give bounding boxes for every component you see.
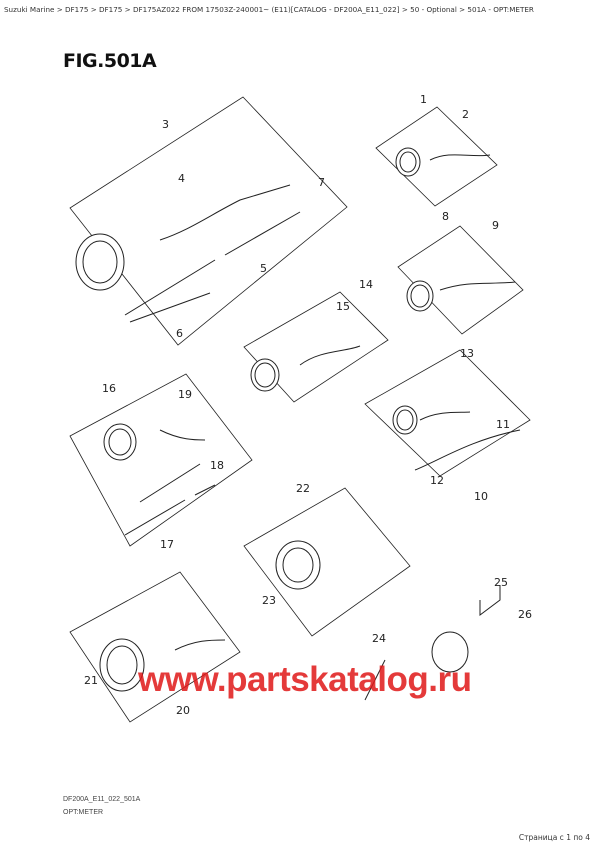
callout-5: 5 [260,262,267,275]
callout-25: 25 [494,576,508,589]
callout-15: 15 [336,300,350,313]
gauges [75,147,469,692]
panel-16 [69,373,253,547]
callout-19: 19 [178,388,192,401]
callout-13: 13 [460,347,474,360]
callout-26: 26 [518,608,532,621]
callout-11: 11 [496,418,510,431]
diagram-code: DF200A_E11_022_501A [63,796,141,803]
callout-10: 10 [474,490,488,503]
panel-3 [69,96,348,346]
callout-2: 2 [462,108,469,121]
panel-outlines [69,96,531,723]
callout-18: 18 [210,459,224,472]
parts-lines [124,154,521,701]
callout-3: 3 [162,118,169,131]
page-indicator: Страница с 1 по 4 [518,833,590,842]
callout-14: 14 [359,278,373,291]
callout-20: 20 [176,704,190,717]
callout-17: 17 [160,538,174,551]
callout-21: 21 [84,674,98,687]
watermark: www.partskatalog.ru [138,660,472,699]
diagram-subtitle: OPT:METER [63,809,104,816]
callout-16: 16 [102,382,116,395]
panel-10 [364,349,531,477]
plug-25 [431,631,469,673]
callout-22: 22 [296,482,310,495]
callout-8: 8 [442,210,449,223]
panel-8 [397,225,524,335]
panel-22 [243,487,411,637]
figure-title: FIG.501A [63,50,157,72]
callout-4: 4 [178,172,185,185]
callout-7: 7 [318,176,325,189]
callout-6: 6 [176,327,183,340]
callout-23: 23 [262,594,276,607]
panel-20 [69,571,241,723]
callout-12: 12 [430,474,444,487]
callout-1: 1 [420,93,427,106]
callout-9: 9 [492,219,499,232]
callout-24: 24 [372,632,386,645]
panel-1 [375,106,498,207]
breadcrumb: Suzuki Marine > DF175 > DF175 > DF175AZ0… [4,5,534,14]
callout-labels: 1 2 3 4 5 6 7 8 9 10 11 12 13 14 15 16 1… [84,93,532,717]
